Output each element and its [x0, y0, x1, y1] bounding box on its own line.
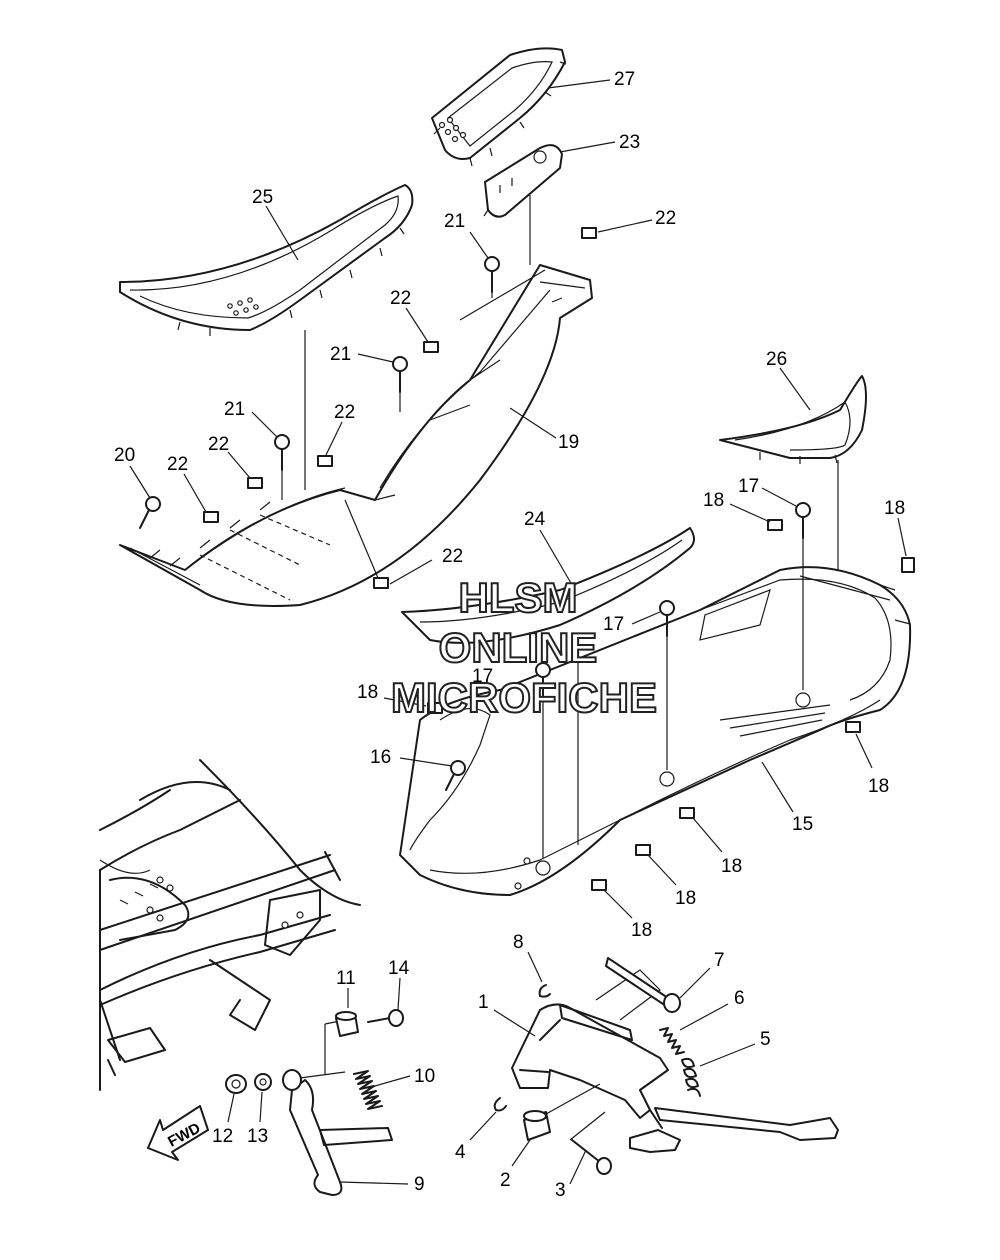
clip-22-b	[423, 341, 439, 353]
screw-17-a	[795, 502, 811, 539]
screw-20	[139, 496, 161, 529]
callout-18b: 18	[884, 498, 905, 519]
clip-18-e	[679, 807, 695, 819]
callout-22b: 22	[390, 288, 411, 309]
callout-17b: 17	[603, 614, 624, 635]
callout-17c: 17	[472, 666, 493, 687]
clip-18-f	[635, 844, 651, 856]
callout-19: 19	[558, 432, 579, 453]
part-6-spring	[659, 1027, 685, 1055]
clip-18-d	[845, 721, 861, 733]
clip-18-g	[591, 879, 607, 891]
part-3-bolt	[571, 1139, 612, 1175]
callout-22f: 22	[442, 546, 463, 567]
screw-17-c	[535, 662, 551, 699]
callout-18d: 18	[868, 776, 889, 797]
callout-22e: 22	[167, 454, 188, 475]
screw-21-b	[392, 356, 408, 393]
screw-21-a	[484, 256, 500, 293]
screw-16	[445, 760, 466, 791]
callout-22c: 22	[334, 402, 355, 423]
callout-21c: 21	[224, 399, 245, 420]
watermark-line-2: ONLINE	[439, 624, 598, 671]
callout-6: 6	[734, 988, 745, 1009]
callout-25: 25	[252, 187, 273, 208]
part-4-clip	[493, 1097, 507, 1112]
callout-11: 11	[336, 968, 356, 989]
callout-14: 14	[388, 958, 410, 979]
frame-section	[99, 759, 361, 1091]
callout-3: 3	[555, 1180, 566, 1201]
part-1-center-stand	[511, 1003, 839, 1153]
part-8-clip	[538, 984, 551, 998]
clip-22-a	[581, 227, 597, 239]
part-10-spring	[353, 1070, 383, 1110]
callout-7: 7	[714, 950, 725, 971]
part-25-mat	[119, 184, 414, 336]
watermark-line-3: MICROFICHE	[391, 674, 657, 721]
part-11-collar	[335, 1011, 359, 1037]
callout-23: 23	[619, 132, 640, 153]
part-14-bolt	[367, 1009, 404, 1027]
part-23-bracket	[483, 144, 563, 218]
callout-5: 5	[760, 1029, 771, 1050]
callout-9: 9	[414, 1174, 425, 1195]
clip-22-e	[203, 511, 219, 523]
callout-15: 15	[792, 814, 813, 835]
clip-18-c	[427, 702, 443, 714]
clip-22-d	[247, 477, 263, 489]
part-24-mat	[401, 527, 695, 644]
part-12-nut	[225, 1074, 247, 1094]
callout-18f: 18	[675, 888, 696, 909]
callout-18e: 18	[721, 856, 742, 877]
part-19-left-panel	[119, 264, 593, 607]
part-7-shaft	[605, 957, 681, 1013]
callout-2: 2	[500, 1170, 511, 1191]
callout-26: 26	[766, 349, 787, 370]
callout-10: 10	[414, 1066, 435, 1087]
callout-4: 4	[455, 1142, 466, 1163]
clip-22-c	[317, 455, 333, 467]
clip-22-f	[373, 577, 389, 589]
callout-13: 13	[247, 1126, 268, 1147]
callout-1: 1	[478, 992, 489, 1013]
callout-22a: 22	[655, 208, 676, 229]
part-26-mat	[719, 375, 867, 464]
clip-18-b	[901, 557, 915, 573]
callout-17a: 17	[738, 476, 759, 497]
callout-8: 8	[513, 932, 524, 953]
screw-21-c	[274, 434, 290, 471]
part-13-washer	[254, 1073, 272, 1091]
callout-18a: 18	[703, 490, 724, 511]
callout-18c: 18	[357, 682, 378, 703]
callout-27: 27	[614, 69, 635, 90]
part-2-collar	[523, 1110, 551, 1141]
fwd-direction-arrow: FWD	[147, 1105, 209, 1161]
callout-21b: 21	[330, 344, 351, 365]
part-9-side-stand	[282, 1069, 393, 1196]
callout-21a: 21	[444, 211, 465, 232]
callout-18g: 18	[631, 920, 652, 941]
part-5-spring	[681, 1057, 701, 1097]
clip-18-a	[767, 519, 783, 531]
watermark: HLSM ONLINE MICROFICHE	[390, 573, 658, 722]
callout-16: 16	[370, 747, 391, 768]
callout-12: 12	[212, 1126, 233, 1147]
screw-17-b	[659, 600, 675, 637]
callout-20: 20	[114, 445, 135, 466]
watermark-line-1: HLSM	[459, 574, 578, 621]
callout-22d: 22	[208, 434, 229, 455]
part-27-mat	[431, 47, 567, 167]
callout-24: 24	[524, 509, 546, 530]
